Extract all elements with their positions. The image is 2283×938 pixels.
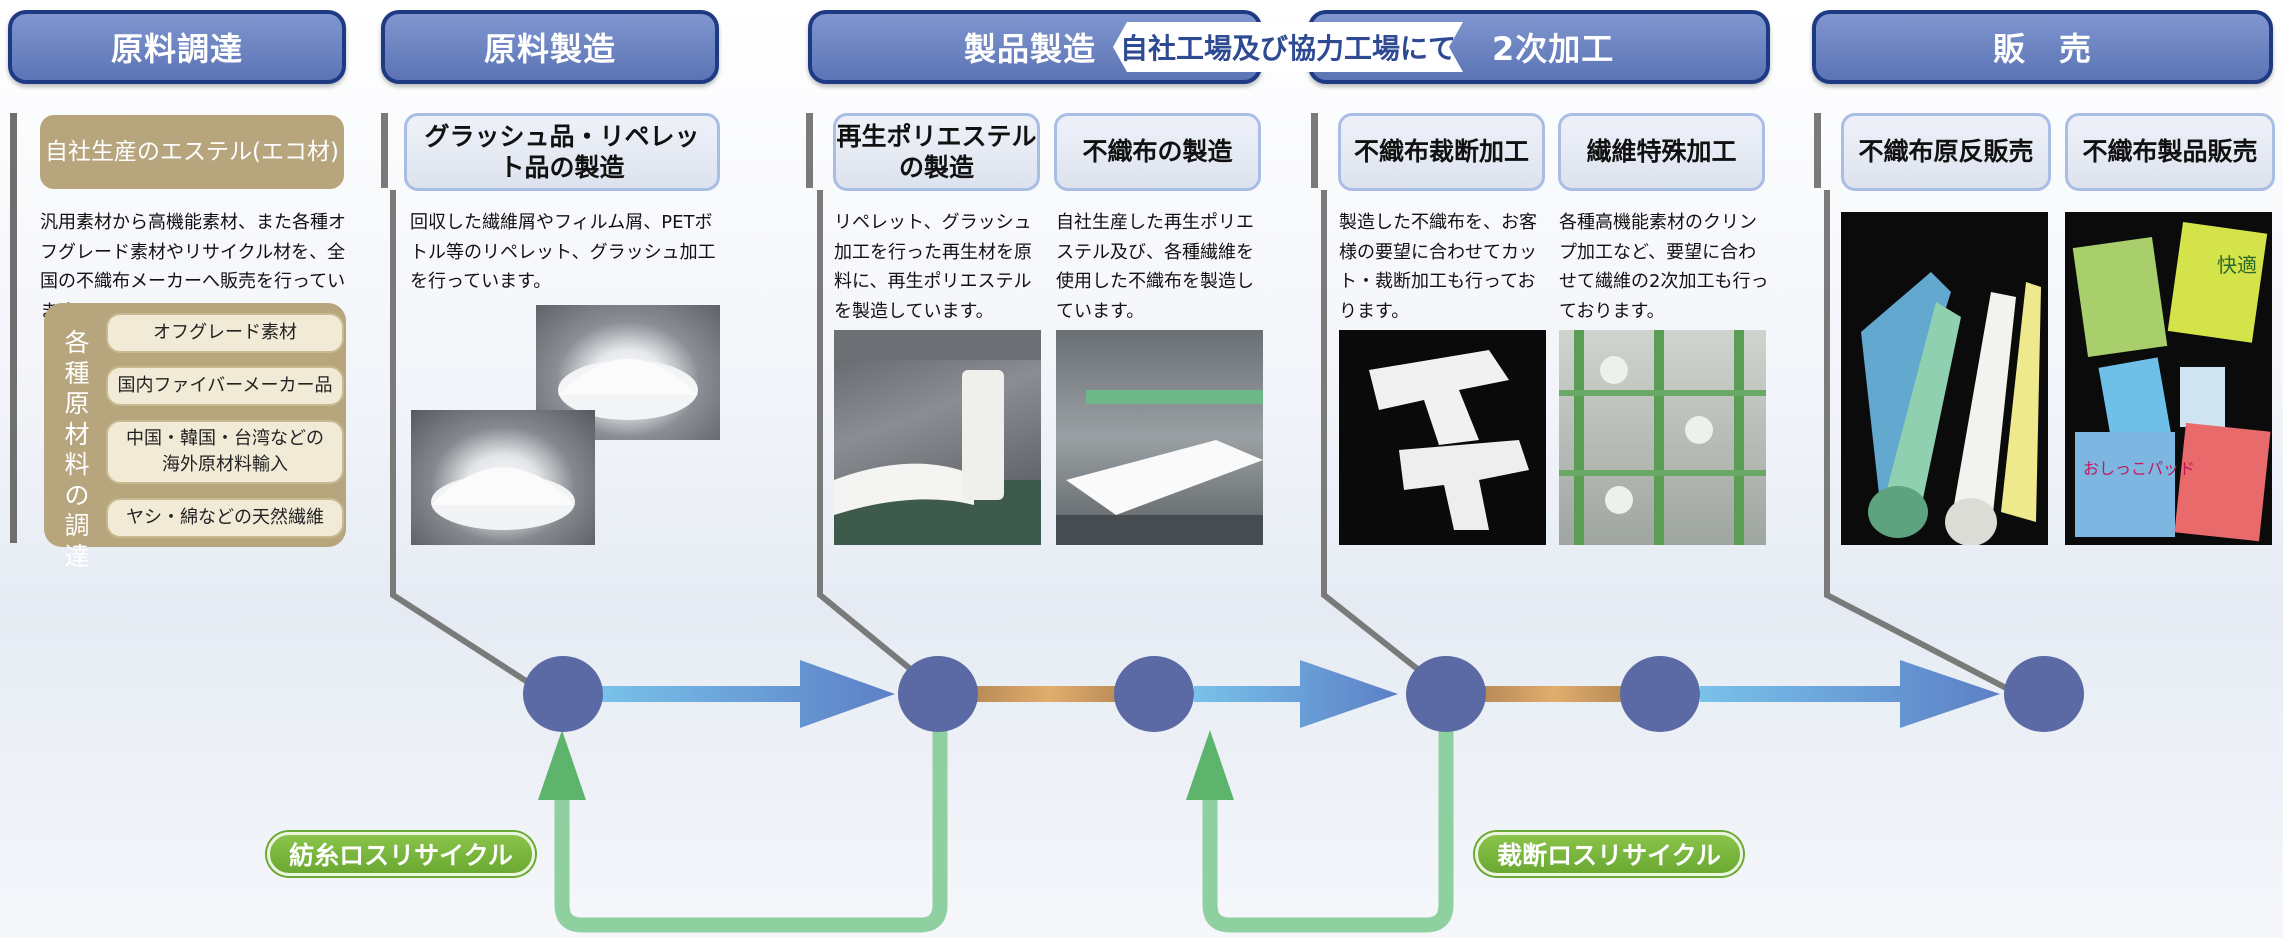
product-brand-text: 快適 [2217, 253, 2257, 277]
nonwoven-tab-label: 不織布の製造 [1082, 137, 1233, 167]
cutting-recycle-arrowhead [1186, 730, 1234, 800]
stage-procurement-label: 原料調達 [110, 30, 243, 68]
spinning-recycle-loop [554, 730, 948, 933]
stage-raw-manufacturing: 原料製造 [381, 10, 719, 84]
cutting-recycle-loop [1202, 730, 1454, 933]
spinning-recycle-arrowhead [538, 730, 586, 800]
nonwoven-tab: 不織布の製造 [1054, 113, 1261, 191]
flow-arrow-2 [1194, 660, 1398, 728]
flow-node-special [1620, 656, 1700, 732]
pellet-pile-icon [431, 467, 575, 530]
procurement-tab-label: 自社生産のエステル(エコ材) [45, 138, 339, 165]
flow-node-cutting [1406, 656, 1486, 732]
flow-arrow-1 [600, 660, 895, 728]
stage-secondary-processing-label: 2次加工 [1492, 30, 1615, 68]
stage-procurement: 原料調達 [8, 10, 346, 84]
stage-product-manufacturing-label: 製品製造 [964, 30, 1097, 68]
raw-manufacturing-tab-label: グラッシュ品・リペレット品の製造 [424, 121, 700, 182]
yarn-frame-icon [1559, 330, 1766, 545]
flow-node-polyester [898, 656, 978, 732]
raw-marker-bar [381, 113, 388, 188]
secondary-marker-bar [1311, 113, 1318, 188]
flow-arrow-3 [1700, 660, 2000, 728]
product-packages-icon: 快適 おしっこパッド [2072, 221, 2271, 542]
roll-sales-tab: 不織布原反販売 [1841, 113, 2051, 191]
pellet-pile-icon [558, 359, 698, 420]
factory-tag-label: 自社工場及び協力工場にて [1119, 32, 1456, 65]
stage-raw-manufacturing-label: 原料製造 [483, 30, 616, 68]
cutting-tab-label: 不織布裁断加工 [1353, 137, 1529, 167]
flow-node-nonwoven [1114, 656, 1194, 732]
sourcing-item: 中国・韓国・台湾などの海外原材料輸入 [106, 420, 344, 484]
flow-node-sales [2004, 656, 2084, 732]
orange-link-2 [1484, 686, 1624, 702]
recycled-polyester-description: リペレット、グラッシュ加工を行った再生材を原料に、再生ポリエステルを製造していま… [834, 212, 1032, 323]
pellets-photo-back [536, 305, 720, 440]
sourcing-item: ヤシ・綿などの天然繊維 [106, 498, 344, 538]
sourcing-vertical-label: 各種原材料の調達 [64, 328, 90, 571]
stage-sales: 販 売 [1812, 10, 2273, 84]
product-marker-bar [806, 113, 813, 188]
orange-link-1 [975, 686, 1123, 702]
recycled-polyester-tab: 再生ポリエステルの製造 [833, 113, 1040, 191]
cutting-loss-recycle-label: 裁断ロスリサイクル [1475, 832, 1743, 876]
cut-parts-photo [1339, 330, 1546, 545]
cut-felt-parts-icon [1369, 350, 1529, 530]
procurement-description: 汎用素材から高機能素材、また各種オフグレード素材やリサイクル材を、全国の不織布メ… [40, 212, 346, 322]
nonwoven-production-photo [1056, 330, 1263, 545]
cutting-tab: 不織布裁断加工 [1338, 113, 1545, 191]
sourcing-item: オフグレード素材 [106, 313, 344, 353]
sourcing-item: 国内ファイバーメーカー品 [106, 366, 344, 406]
procurement-marker-bar [10, 113, 17, 543]
product-sales-tab-label: 不織布製品販売 [2082, 137, 2258, 167]
pellets-photo-front [411, 410, 595, 545]
stage-sales-label: 販 売 [1992, 30, 2092, 68]
product-sales-tab: 不織布製品販売 [2065, 113, 2275, 191]
spinning-loss-recycle-text: 紡糸ロスリサイクル [289, 841, 513, 870]
special-processing-description: 各種高機能素材のクリンプ加工など、要望に合わせて繊維の2次加工も行っております。 [1559, 212, 1769, 323]
fiber-machine-icon [834, 330, 1041, 545]
cutting-loss-recycle-text: 裁断ロスリサイクル [1497, 841, 1721, 870]
flow-node-raw [523, 656, 603, 732]
polyester-production-photo [834, 330, 1041, 545]
nonwoven-description: 自社生産した再生ポリエステル及び、各種繊維を使用した不織布を製造しています。 [1056, 212, 1254, 323]
product-pad-text: おしっこパッド [2083, 459, 2195, 478]
nonwoven-rolls-photo [1841, 212, 2048, 545]
recycled-polyester-tab-label: 再生ポリエステルの製造 [836, 121, 1037, 182]
special-processing-tab: 繊維特殊加工 [1558, 113, 1765, 191]
nonwoven-machine-icon [1056, 390, 1263, 545]
sales-marker-bar [1814, 113, 1821, 188]
factory-tag: 自社工場及び協力工場にて [1113, 22, 1463, 72]
fabric-rolls-icon [1861, 272, 2041, 545]
cutting-description: 製造した不織布を、お客様の要望に合わせてカット・裁断加工も行っております。 [1339, 212, 1537, 323]
nonwoven-products-photo: 快適 おしっこパッド [2065, 212, 2272, 545]
roll-sales-tab-label: 不織布原反販売 [1858, 137, 2034, 167]
stage-secondary-processing: 2次加工 [1308, 10, 1770, 84]
raw-manufacturing-tab: グラッシュ品・リペレット品の製造 [404, 113, 720, 191]
raw-manufacturing-description: 回収した繊維屑やフィルム屑、PETボトル等のリペレット、グラッシュ加工を行ってい… [410, 212, 716, 293]
special-processing-tab-label: 繊維特殊加工 [1586, 137, 1737, 167]
crimp-processing-photo [1559, 330, 1766, 545]
procurement-tab: 自社生産のエステル(エコ材) [40, 115, 344, 189]
spinning-loss-recycle-label: 紡糸ロスリサイクル [267, 832, 535, 876]
